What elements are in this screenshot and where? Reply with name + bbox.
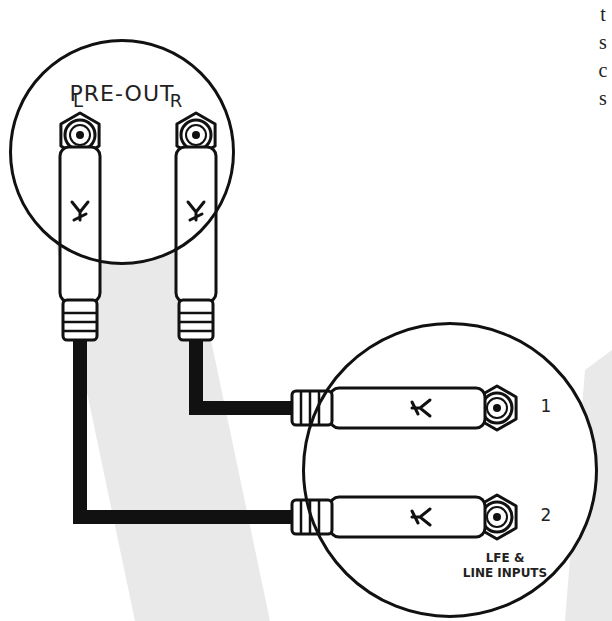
plug-logo (72, 202, 88, 220)
jack-pin (192, 131, 200, 139)
jack-socket (70, 125, 90, 145)
cut-text: s (599, 31, 607, 54)
collar-groove (179, 330, 213, 333)
collar-groove (318, 391, 321, 425)
collar-groove (63, 312, 97, 315)
panel-title: LFE & LINE INPUTS (453, 551, 557, 581)
input-number: 1 (541, 396, 552, 416)
jack-panel-circle: LFE & LINE INPUTS (302, 322, 598, 618)
panel-title: PRE-OUT (12, 80, 232, 108)
cut-text: t (600, 3, 606, 26)
collar-groove (179, 321, 213, 324)
collar-groove (63, 321, 97, 324)
jack-pin (493, 404, 501, 412)
circle-fill (303, 323, 597, 617)
plug-body (60, 147, 100, 302)
collar-groove (179, 312, 213, 315)
cut-text: s (599, 87, 607, 110)
jack-socket (487, 507, 507, 527)
plug-logo (412, 400, 430, 416)
jack-socket (186, 125, 206, 145)
plug-logo (412, 509, 430, 525)
plug-body (330, 497, 485, 537)
jack-socket (487, 398, 507, 418)
plug-collar (179, 300, 213, 340)
cut-text: c (599, 59, 608, 82)
collar-groove (309, 500, 312, 534)
plug-collar (292, 500, 332, 534)
plug-collar (292, 391, 332, 425)
collar-groove (300, 391, 303, 425)
input-number: 2 (541, 505, 552, 525)
collar-groove (63, 330, 97, 333)
channel-letter: L (73, 90, 83, 111)
jack-pin (76, 131, 84, 139)
plug-collar (63, 300, 97, 340)
collar-groove (318, 500, 321, 534)
plug-body (330, 388, 485, 428)
collar-groove (309, 391, 312, 425)
jack-panel-circle: PRE-OUT (9, 39, 235, 265)
plug-body (176, 147, 216, 302)
plug-logo (188, 202, 204, 220)
jack-pin (493, 513, 501, 521)
collar-groove (300, 500, 303, 534)
channel-letter: R (170, 90, 183, 111)
